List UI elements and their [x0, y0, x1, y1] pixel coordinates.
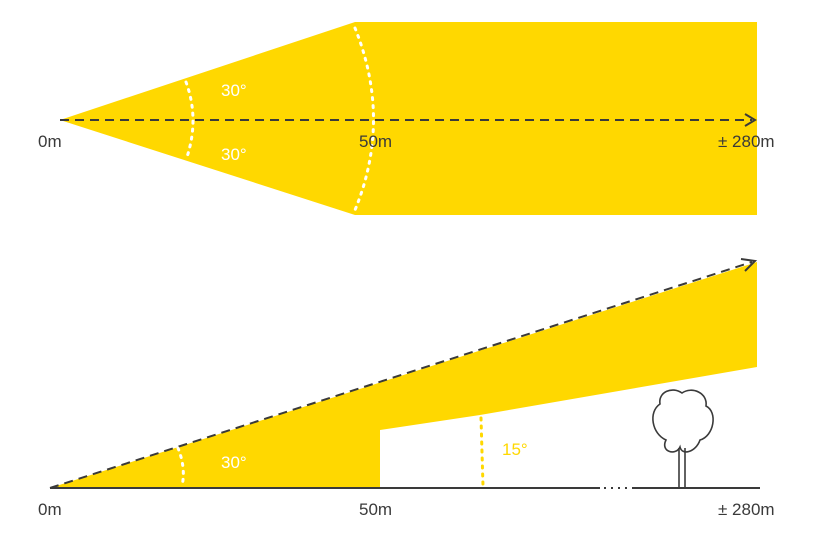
top-outer-arc	[353, 26, 375, 212]
bottom-angle-main-label: 30°	[221, 453, 247, 472]
top-diagram: 30° 30° 0m 50m ± 280m	[38, 22, 775, 215]
bottom-distance-280-label: ± 280m	[718, 500, 775, 519]
top-distance-0-label: 0m	[38, 132, 62, 151]
top-distance-280-label: ± 280m	[718, 132, 775, 151]
bottom-angle-arc-30	[176, 446, 185, 488]
top-axis-arrowhead	[744, 113, 757, 127]
top-distance-50-label: 50m	[359, 132, 392, 151]
bottom-sight-axis	[49, 261, 753, 489]
top-inner-arc	[184, 80, 195, 162]
bottom-diagram: 30° 15° 0m 50m ± 280m	[38, 258, 775, 519]
bottom-angle-secondary-label: 15°	[502, 440, 528, 459]
bottom-axis-arrowhead	[740, 258, 758, 272]
bottom-distance-0-label: 0m	[38, 500, 62, 519]
top-coverage-shape	[60, 22, 757, 215]
bottom-distance-50-label: 50m	[359, 500, 392, 519]
top-angle-lower-label: 30°	[221, 145, 247, 164]
bottom-angle-marker-15	[479, 416, 485, 488]
top-angle-upper-label: 30°	[221, 81, 247, 100]
tree-icon	[652, 389, 714, 488]
